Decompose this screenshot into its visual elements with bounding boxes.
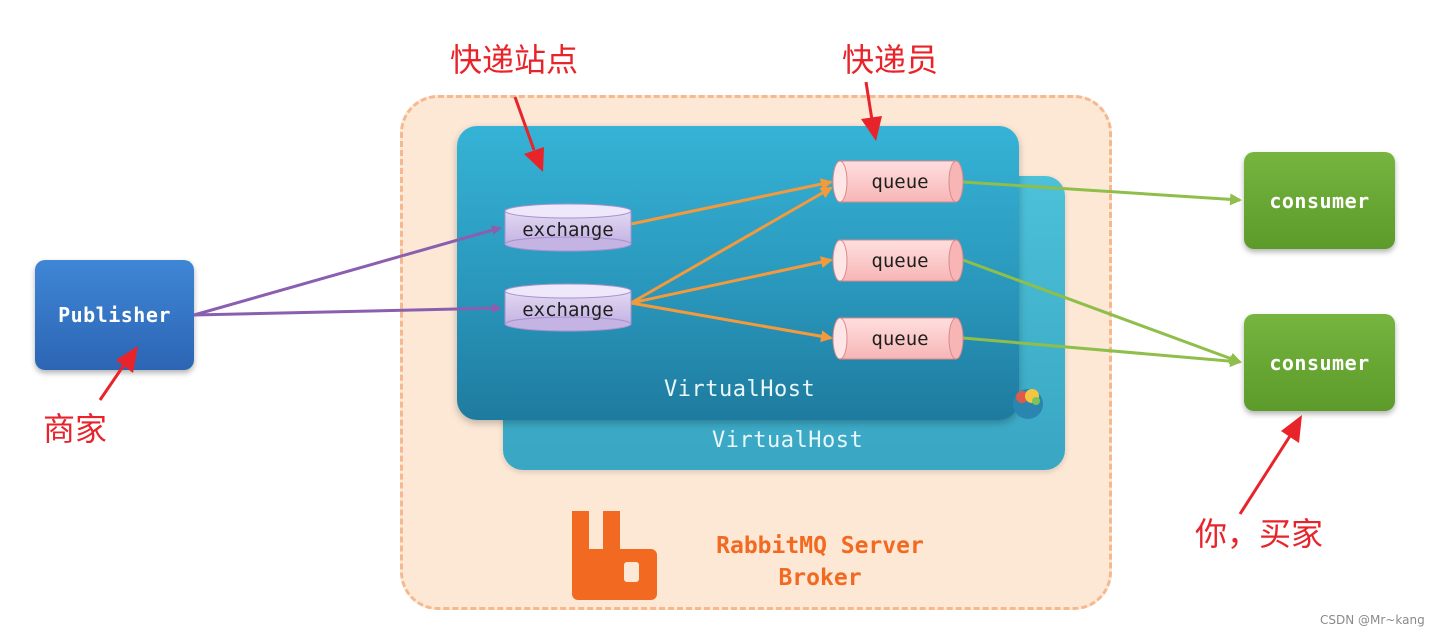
broker-title: RabbitMQ Server Broker [690,530,950,594]
annotation-publisher: 商家 [43,410,108,448]
annotation-queue: 快递员 [842,41,939,79]
queue-to-consumer-link [962,336,1242,368]
consumer-node[interactable]: consumer [1244,152,1395,249]
exchange-label: exchange [522,219,614,241]
exchange-node[interactable]: exchange [504,283,632,332]
exchange-to-queue-link [630,186,833,305]
annotation-arrow [1238,415,1302,515]
queue-node[interactable]: queue [832,160,964,203]
queue-node[interactable]: queue [832,317,964,360]
queue-label: queue [871,328,928,350]
exchange-node[interactable]: exchange [504,203,632,252]
annotation-arrow [861,81,882,141]
consumer-node[interactable]: consumer [1244,314,1395,411]
broker-title-line2: Broker [778,565,862,591]
exchange-to-queue-link [630,301,833,343]
broker-title-line1: RabbitMQ Server [716,533,924,559]
rabbitmq-logo-icon [572,511,657,600]
queue-label: queue [871,171,928,193]
consumer-label: consumer [1269,350,1370,375]
queue-to-consumer-link [962,258,1242,365]
exchange-to-queue-link [630,178,833,226]
publisher-node[interactable]: Publisher [35,260,194,370]
queue-node[interactable]: queue [832,239,964,282]
consumer-label: consumer [1269,188,1370,213]
annotation-arrow [98,346,138,401]
watermark: CSDN @Mr~kang [1320,613,1425,627]
exchange-label: exchange [522,299,614,321]
publisher-to-exchange-link [193,303,502,317]
annotation-exchange: 快递站点 [450,41,579,79]
annotation-consumer: 你，买家 [1195,515,1324,553]
publisher-label: Publisher [58,303,171,327]
annotation-arrow [513,96,544,172]
exchange-to-queue-link [630,256,833,305]
publisher-to-exchange-link [193,225,502,317]
queue-to-consumer-link [962,180,1242,206]
mascot-icon [1013,389,1043,419]
virtual-host-back-label: VirtualHost [712,428,864,453]
queue-label: queue [871,250,928,272]
virtual-host-front-label: VirtualHost [664,377,816,402]
